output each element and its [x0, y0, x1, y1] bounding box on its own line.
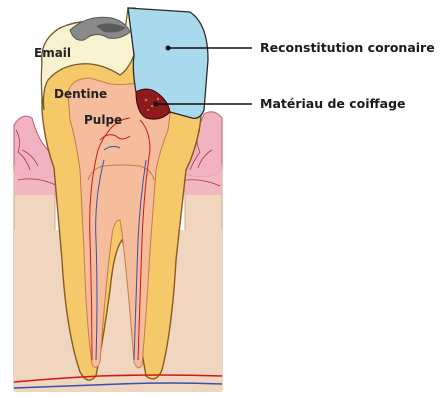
label-reconstitution-coronaire: Reconstitution coronaire — [260, 40, 435, 55]
label-dentine: Dentine — [54, 87, 107, 101]
label-materiau-de-coiffage: Matériau de coiffage — [260, 96, 406, 111]
label-pulpe: Pulpe — [84, 113, 122, 127]
bone-lower — [14, 230, 222, 392]
label-email: Email — [34, 46, 71, 60]
